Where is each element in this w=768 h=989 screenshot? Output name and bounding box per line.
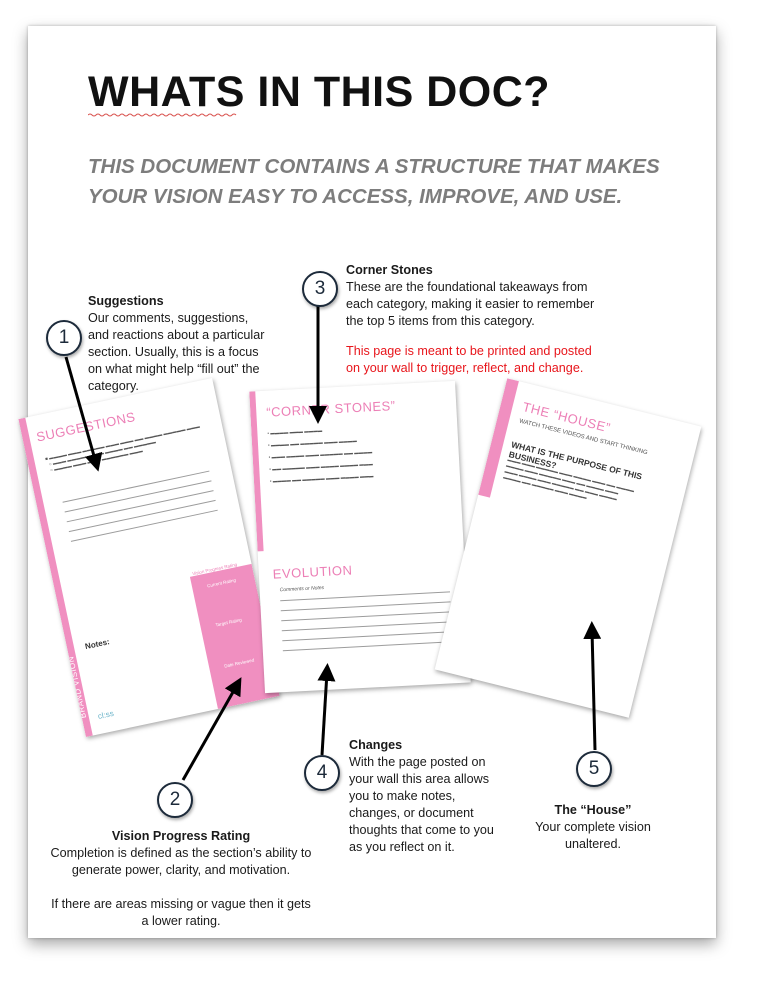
- callout-title: Corner Stones: [346, 263, 433, 277]
- callout-number-3: 3: [302, 271, 338, 307]
- callout-title: Vision Progress Rating: [111, 829, 251, 843]
- vision-rating-callout: Vision Progress Rating Completion is def…: [48, 828, 314, 930]
- callout-body-2: If there are areas missing or vague then…: [51, 897, 311, 928]
- corner-stones-page-thumbnail: “CORNER STONES” • ▬▬▬▬ ▬▬▬ ▬▬▬▬• ▬▬▬▬ ▬▬…: [249, 380, 471, 694]
- callout-title: The “House”: [554, 803, 632, 817]
- callout-title: Changes: [349, 738, 403, 752]
- callout-body: Completion is defined as the section’s a…: [50, 846, 312, 877]
- changes-callout: Changes With the page posted on your wal…: [349, 737, 501, 856]
- callout-number-5: 5: [576, 751, 612, 787]
- spellcheck-underline: [88, 113, 237, 117]
- page-title: WHATS IN THIS DOC?: [88, 68, 551, 116]
- callout-body: With the page posted on your wall this a…: [349, 755, 494, 854]
- thumb-evolution-sub: Comments or Notes: [279, 584, 325, 594]
- callout-body: These are the foundational takeaways fro…: [346, 280, 595, 328]
- callout-body: Our comments, suggestions, and reactions…: [88, 311, 265, 393]
- page-subtitle: THIS DOCUMENT CONTAINS A STRUCTURE THAT …: [88, 155, 660, 208]
- callout-number-4: 4: [304, 755, 340, 791]
- suggestions-callout: Suggestions Our comments, suggestions, a…: [88, 293, 270, 395]
- callout-body: Your complete vision unaltered.: [535, 820, 651, 851]
- thumb-heading: “CORNER STONES”: [265, 397, 396, 420]
- thumb-body-text: • ▬▬▬▬ ▬▬▬ ▬▬▬▬• ▬▬▬▬ ▬▬ ▬▬▬▬▬ ▬▬▬ ▬▬▬▬•…: [267, 427, 374, 484]
- callout-note: This page is meant to be printed and pos…: [346, 344, 592, 375]
- callout-number-1: 1: [46, 320, 82, 356]
- thumb-evolution-heading: EVOLUTION: [272, 562, 353, 582]
- callout-number-2: 2: [157, 782, 193, 818]
- callout-title: Suggestions: [88, 294, 164, 308]
- thumb-notes-label: Notes:: [84, 637, 111, 652]
- corner-stones-callout: Corner Stones These are the foundational…: [346, 262, 604, 377]
- thumb-logo: cl:ss: [97, 708, 115, 721]
- house-callout: The “House” Your complete vision unalter…: [518, 802, 668, 853]
